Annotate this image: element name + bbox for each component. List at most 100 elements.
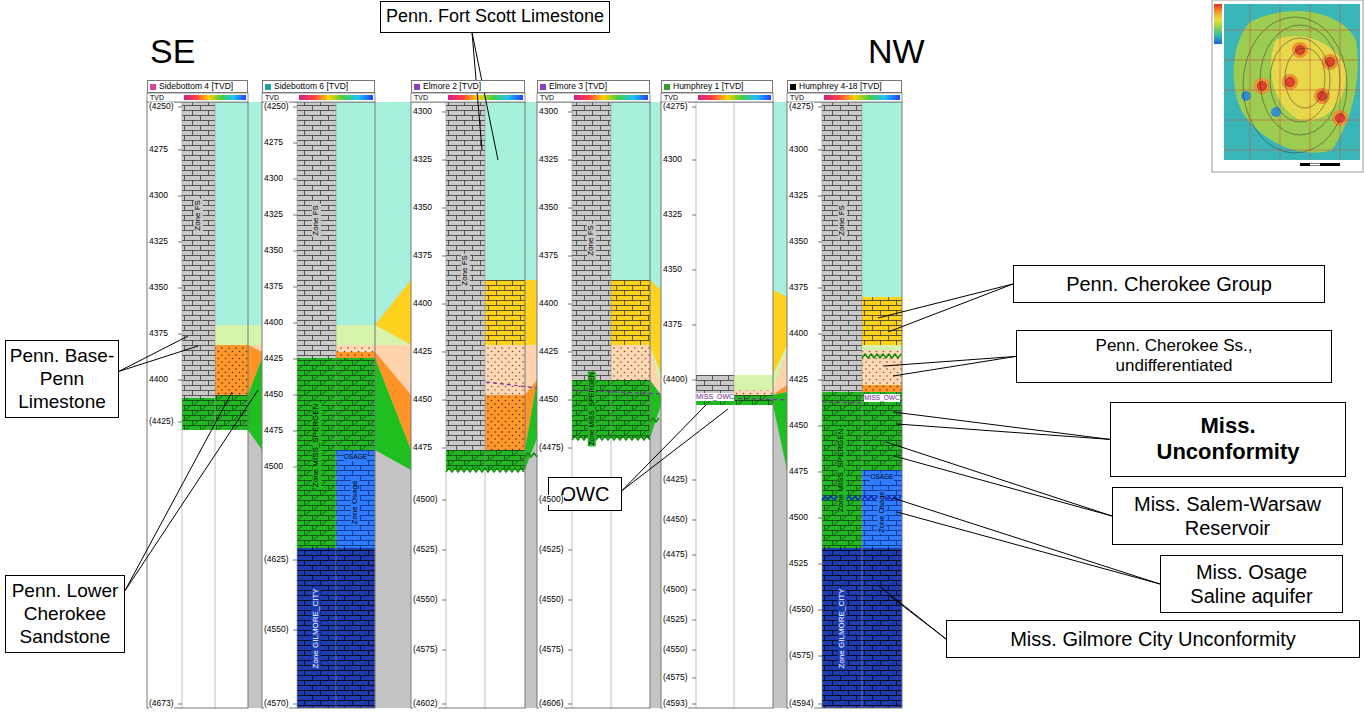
depth-label: 4325 xyxy=(663,210,682,219)
correlation-band xyxy=(248,325,262,345)
depth-label: (4250) xyxy=(264,102,289,111)
track-outline xyxy=(147,102,248,708)
zone-fill xyxy=(215,325,248,345)
track-body xyxy=(411,102,525,708)
well-symbol xyxy=(540,84,546,90)
well-track xyxy=(537,93,650,708)
depth-label: 4400 xyxy=(539,299,558,308)
zone-fill xyxy=(336,450,375,548)
zone-label: Zone FS xyxy=(194,199,203,232)
callout-text: Miss. Osage Saline aquifer xyxy=(1181,560,1322,608)
grid-line xyxy=(1250,4,1251,160)
depth-label: 4350 xyxy=(413,203,432,212)
column-divider xyxy=(446,102,485,708)
depth-label: (4500) xyxy=(539,495,564,504)
lithology-fill xyxy=(822,392,862,548)
depth-label: (4550) xyxy=(789,605,814,614)
depth-tick xyxy=(442,352,446,353)
depth-label: (4425) xyxy=(149,417,174,426)
lithology-fill xyxy=(297,548,336,708)
depth-tick xyxy=(178,107,182,108)
leader-line xyxy=(893,356,1016,376)
depth-tick xyxy=(293,704,297,705)
callout-box: Penn. Base-Penn Limestone xyxy=(5,340,119,418)
zone-fill xyxy=(611,280,650,345)
depth-tick xyxy=(178,242,182,243)
zone-fill xyxy=(336,352,375,358)
depth-tick xyxy=(442,500,446,501)
lithology-fill xyxy=(696,375,734,395)
scale-bar xyxy=(1310,164,1320,166)
grid-line xyxy=(1310,4,1311,160)
depth-tick xyxy=(818,656,822,657)
column-header: TVD xyxy=(664,94,678,101)
correlation-band xyxy=(375,358,411,470)
depth-label: (4550) xyxy=(663,645,688,654)
depth-label: 4350 xyxy=(264,246,283,255)
leader-line xyxy=(472,33,498,160)
depth-label: (4593) xyxy=(663,699,688,708)
track-gap xyxy=(375,102,411,708)
lithology-fill xyxy=(182,398,215,430)
correlation-band xyxy=(773,102,787,297)
zone-fill xyxy=(485,345,525,395)
correlation-band xyxy=(375,280,411,345)
location-map xyxy=(1212,0,1363,172)
depth-label: 4375 xyxy=(539,251,558,260)
depth-tick xyxy=(818,242,822,243)
correlation-band xyxy=(248,358,262,450)
depth-label: (4475) xyxy=(539,443,564,452)
depth-label: 4300 xyxy=(789,145,808,154)
callout-box: Penn. Lower Cherokee Sandstone xyxy=(5,575,125,653)
depth-label: 4300 xyxy=(264,174,283,183)
leader-line xyxy=(119,346,198,371)
zone-fill xyxy=(734,395,773,405)
callout-box: Penn. Cherokee Group xyxy=(1013,265,1325,303)
depth-label: 4450 xyxy=(264,390,283,399)
column-header: TVD xyxy=(414,94,428,101)
well-track xyxy=(661,93,773,708)
callout-text: Penn. Lower Cherokee Sandstone xyxy=(9,580,121,648)
correlation-band xyxy=(650,380,661,438)
depth-label: 4450 xyxy=(789,421,808,430)
column-divider xyxy=(822,102,862,708)
depth-label: (4575) xyxy=(789,651,814,660)
zone-label: Zone MISS_SPERGEN xyxy=(838,427,847,513)
depth-label: 4500 xyxy=(789,513,808,522)
depth-label: 4275 xyxy=(149,145,168,154)
zone-label: Zone GILMORE_CITY xyxy=(312,587,321,669)
track-body xyxy=(787,102,902,708)
depth-label: (4575) xyxy=(413,645,438,654)
track-body xyxy=(661,102,773,708)
well-track xyxy=(147,93,248,708)
column-header: TVD xyxy=(150,94,164,101)
map-frame xyxy=(1212,0,1363,172)
zone-fill xyxy=(336,325,375,345)
track-body xyxy=(262,102,375,708)
well-symbol xyxy=(664,84,670,90)
track-outline xyxy=(262,102,375,708)
leader-line xyxy=(890,596,946,639)
depth-tick xyxy=(293,467,297,468)
leader-line xyxy=(886,442,1112,516)
depth-label: (4525) xyxy=(663,615,688,624)
depth-label: 4400 xyxy=(149,375,168,384)
leader-line xyxy=(622,405,706,491)
well-track xyxy=(411,93,525,708)
depth-label: (4575) xyxy=(663,673,688,682)
well-symbol xyxy=(790,84,796,90)
direction-label: SE xyxy=(150,33,195,70)
zone-label: Zone Osage xyxy=(351,479,360,525)
depth-label: 4500 xyxy=(264,462,283,471)
well-header: Humphrey 4-18 [TVD] xyxy=(787,80,902,93)
depth-tick xyxy=(178,150,182,151)
callout-box: OWC xyxy=(548,477,622,511)
direction-label: NW xyxy=(868,33,925,70)
zone-fill xyxy=(862,385,902,392)
depth-label: 4375 xyxy=(149,329,168,338)
header-row xyxy=(787,93,902,102)
map-colorbar xyxy=(1214,4,1222,44)
contour-line xyxy=(1243,17,1347,153)
well-name: Elmore 2 [TVD] xyxy=(423,82,481,91)
depth-tick xyxy=(442,160,446,161)
